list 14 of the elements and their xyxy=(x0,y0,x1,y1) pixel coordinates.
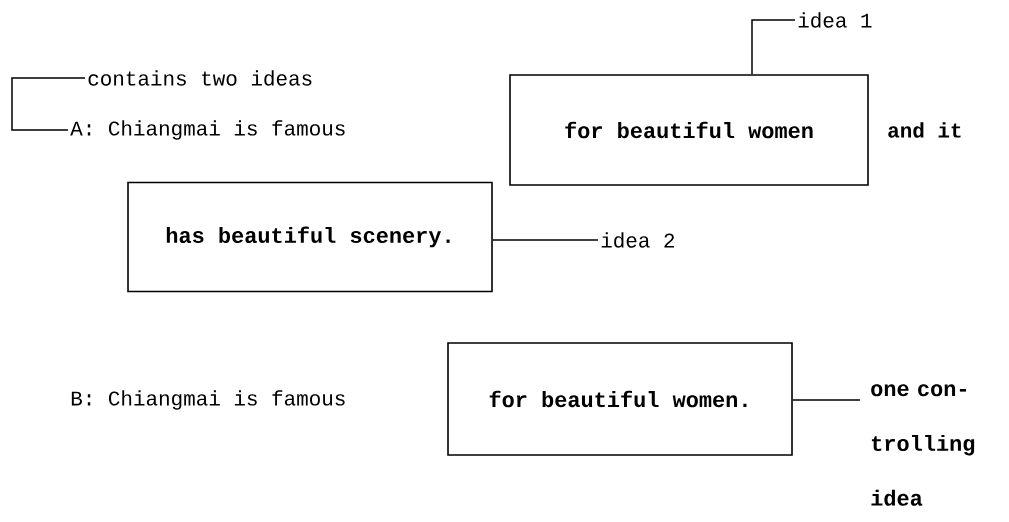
leader-line xyxy=(792,399,861,401)
bracket-line xyxy=(11,77,86,131)
sentence-text: B: Chiangmai is famous xyxy=(71,390,345,410)
leader-line xyxy=(492,239,599,241)
sentence-text: and it xyxy=(888,122,961,138)
text-box: has beautiful scenery. xyxy=(127,181,493,293)
annotation-text: contains two ideas xyxy=(88,70,312,86)
annotation-text: idea 1 xyxy=(798,12,872,28)
annotation-text: A: Chiangmai is famous xyxy=(70,120,345,140)
annotation-text: one con-trolling idea xyxy=(871,384,975,506)
text-box: for beautiful women. xyxy=(447,342,793,456)
annotation-text: idea 2 xyxy=(601,232,675,248)
text-box: for beautiful women xyxy=(509,74,869,186)
leader-line xyxy=(751,19,796,75)
